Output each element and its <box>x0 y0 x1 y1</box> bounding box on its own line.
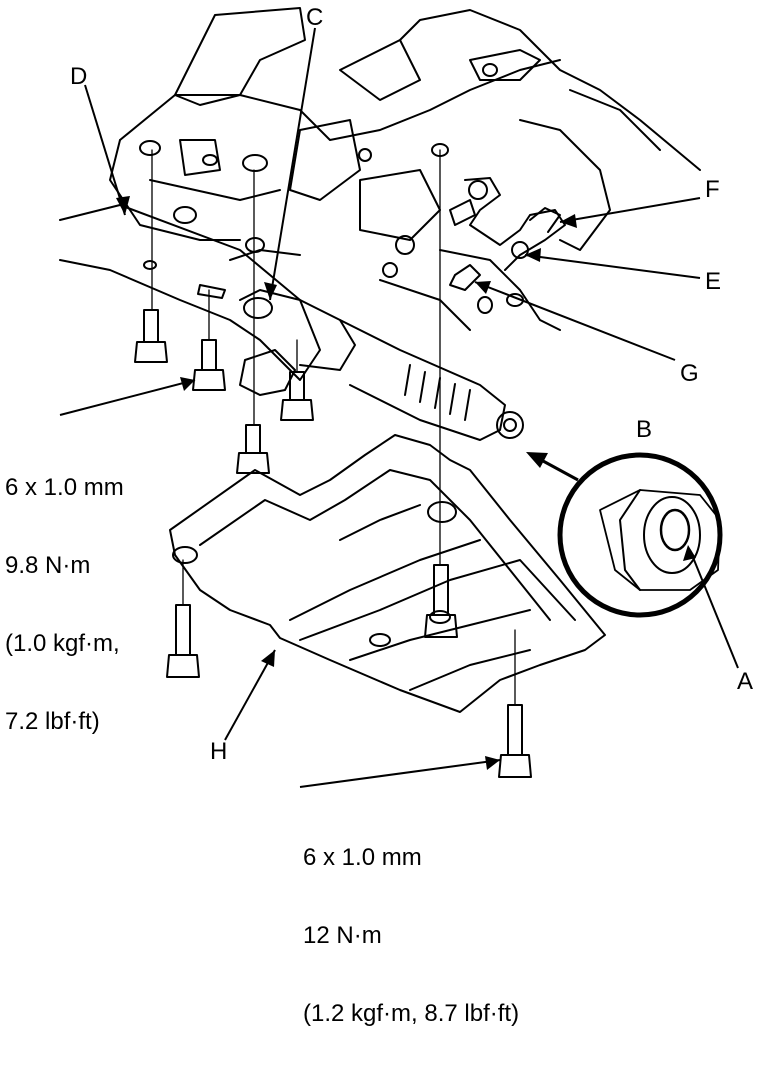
spec-left-torque-kgf: (1.0 kgf·m, <box>5 630 120 657</box>
callout-e: E <box>705 268 722 295</box>
bolt-5 <box>166 604 200 678</box>
leader-lines <box>59 27 739 788</box>
diagram-canvas: A B C D E F G H 6 x 1.0 mm 9.8 N·m (1.0 … <box>5 4 754 1027</box>
bolt-1 <box>134 309 168 363</box>
bolt-4 <box>236 424 270 474</box>
diagram-drawing <box>59 7 739 788</box>
shift-cable-assembly <box>239 289 524 441</box>
callout-a: A <box>737 668 754 695</box>
callout-b: B <box>636 416 653 443</box>
spec-left-torque-nm: 9.8 N·m <box>5 552 91 579</box>
splash-shield <box>169 434 606 713</box>
bolt-6 <box>424 564 458 638</box>
torque-spec-bottom: 6 x 1.0 mm 12 N·m (1.2 kgf·m, 8.7 lbf·ft… <box>303 793 519 1079</box>
bolt-3 <box>280 371 314 421</box>
alignment-lines <box>151 149 516 706</box>
bolt-2 <box>192 339 226 391</box>
callout-d: D <box>70 63 88 90</box>
spec-left-size: 6 x 1.0 mm <box>5 474 124 501</box>
transmission-housing <box>109 7 701 331</box>
bolt-7 <box>498 704 532 778</box>
callout-f: F <box>705 176 720 203</box>
spec-left-torque-lbf: 7.2 lbf·ft) <box>5 708 100 735</box>
spec-bottom-torque-nm: 12 N·m <box>303 922 382 949</box>
stiffener-plate <box>59 204 321 381</box>
callout-c: C <box>306 4 324 31</box>
spec-bottom-torque-imperial: (1.2 kgf·m, 8.7 lbf·ft) <box>303 1000 520 1027</box>
torque-spec-left: 6 x 1.0 mm 9.8 N·m (1.0 kgf·m, 7.2 lbf·f… <box>5 423 124 787</box>
callout-h: H <box>210 738 228 765</box>
control-lever <box>449 177 566 291</box>
callout-g: G <box>680 360 699 387</box>
spec-bottom-size: 6 x 1.0 mm <box>303 844 422 871</box>
detail-view <box>557 452 723 618</box>
arrowheads <box>116 196 696 770</box>
